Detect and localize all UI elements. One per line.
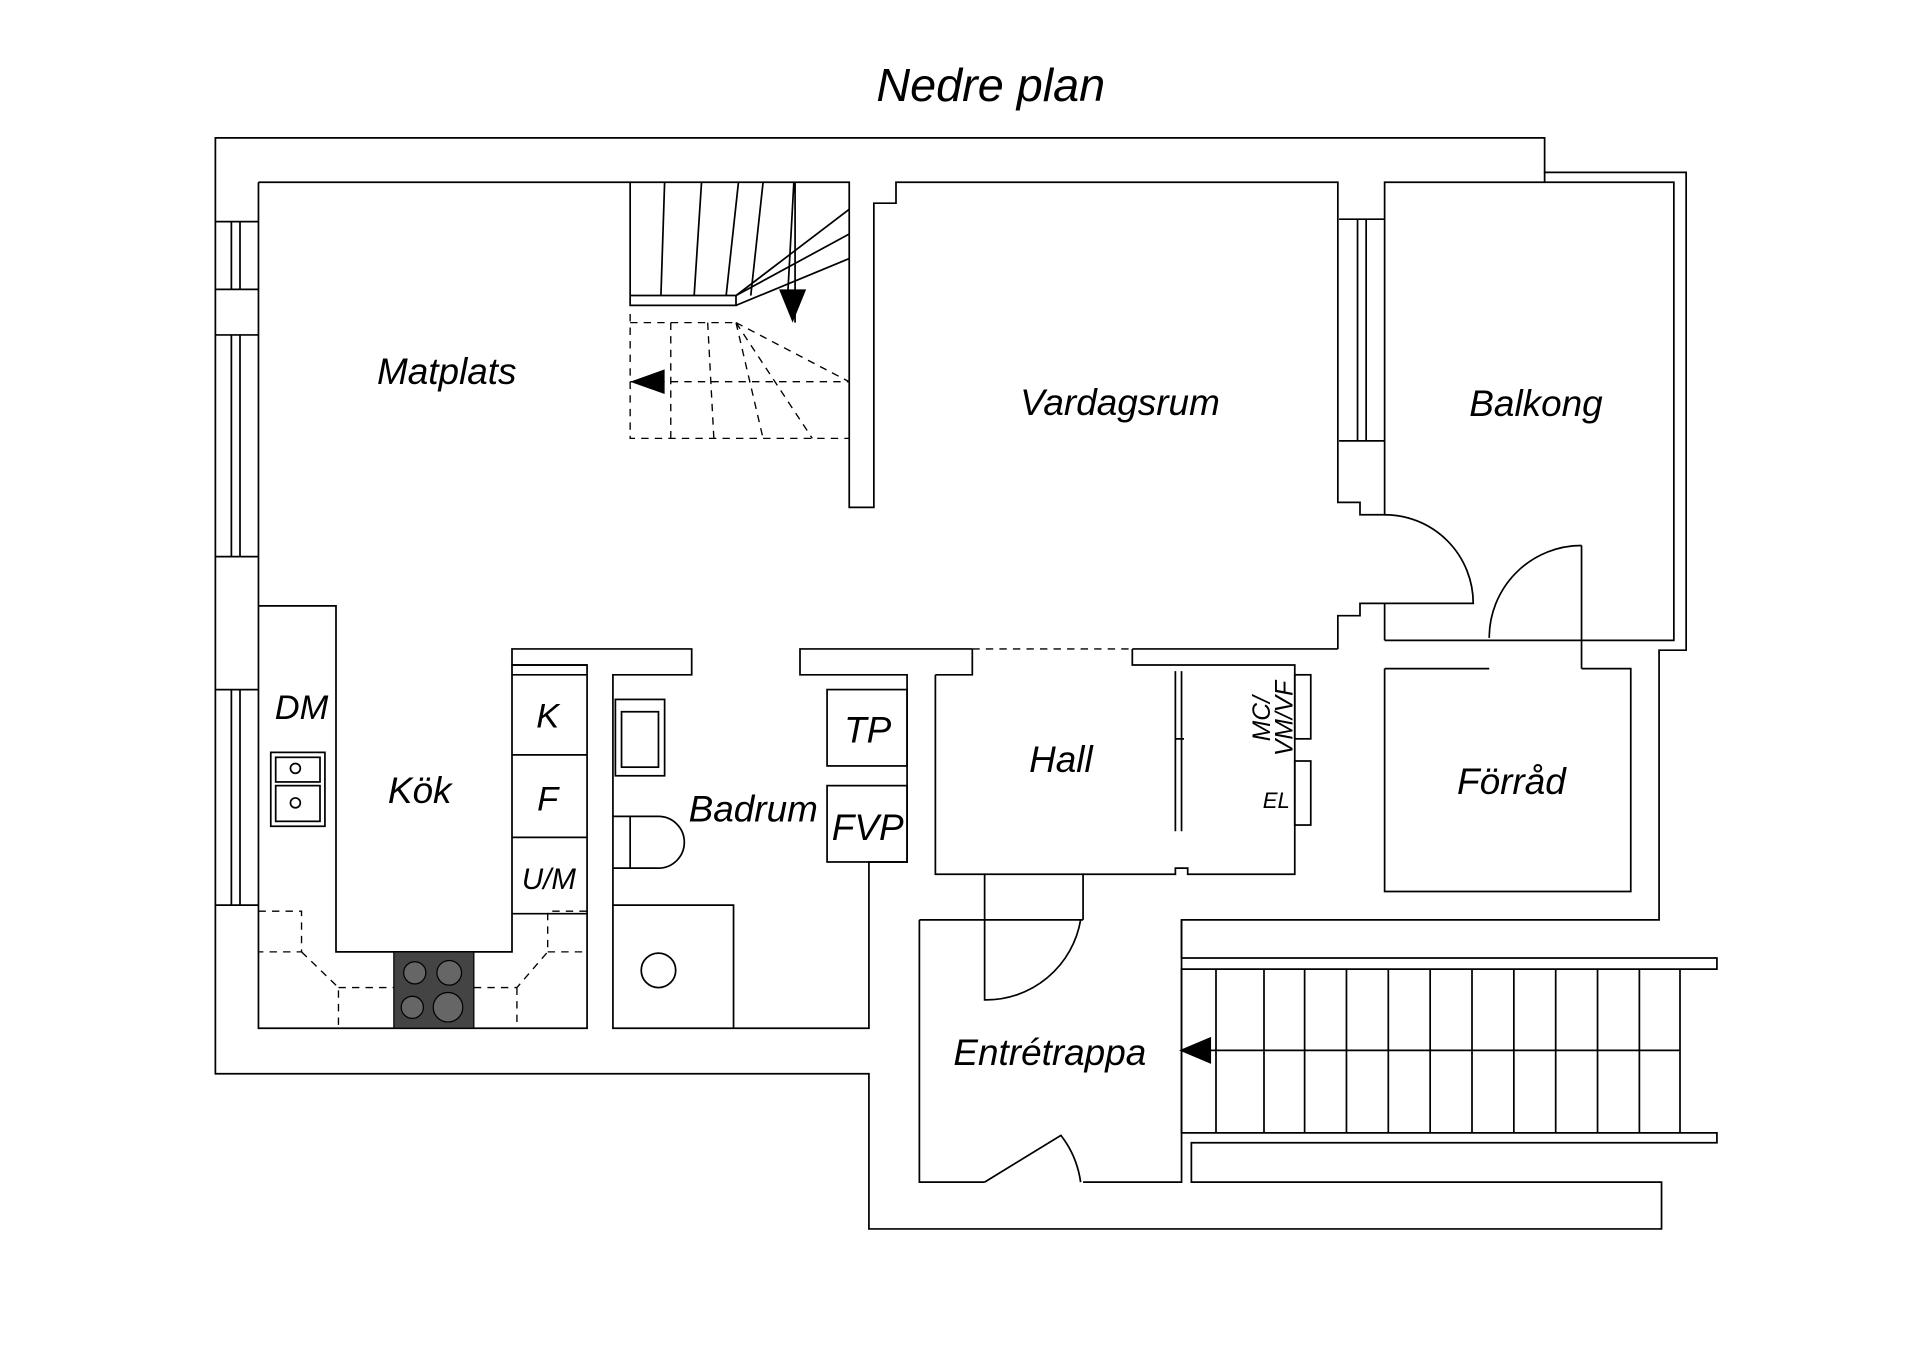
stair-arrow-icon xyxy=(1179,1036,1212,1064)
room-label-vardagsrum: Vardagsrum xyxy=(1020,382,1220,423)
plan-title: Nedre plan xyxy=(876,59,1105,111)
interior-walls xyxy=(257,181,1675,1184)
tp-cabinet xyxy=(826,688,908,767)
sink-icon xyxy=(269,751,326,828)
label-f: F xyxy=(537,780,560,818)
stair-arrow-icon xyxy=(630,369,665,395)
label-mc: MC/ xyxy=(1249,694,1276,741)
stairs-internal xyxy=(629,182,850,440)
shower-icon xyxy=(612,904,735,1029)
label-k: K xyxy=(536,698,561,736)
stairs-entrance xyxy=(1179,969,1681,1133)
room-label-entretrappa: Entrétrappa xyxy=(953,1032,1146,1073)
label-um: U/M xyxy=(522,863,577,896)
room-label-matplats: Matplats xyxy=(377,351,517,392)
label-vm-vf: VM/VF xyxy=(1271,679,1298,756)
labels: Matplats Vardagsrum Balkong Kök Badrum H… xyxy=(275,351,1603,1073)
label-fvp: FVP xyxy=(832,807,904,848)
el-cabinet xyxy=(1293,760,1312,826)
label-dm: DM xyxy=(275,689,329,727)
washbasin-icon xyxy=(614,698,666,777)
room-label-kok: Kök xyxy=(388,770,454,811)
toilet-icon xyxy=(612,815,686,869)
room-label-forrad: Förråd xyxy=(1457,761,1567,802)
mc-cabinet xyxy=(1293,673,1312,740)
label-tp: TP xyxy=(844,710,892,751)
fvp-cabinet xyxy=(826,784,908,863)
label-el: EL xyxy=(1263,788,1290,813)
bathroom-fixtures xyxy=(612,673,1312,1029)
room-label-hall: Hall xyxy=(1029,739,1094,780)
doors xyxy=(983,513,1583,1183)
windows xyxy=(215,218,1385,906)
room-label-badrum: Badrum xyxy=(689,788,818,829)
room-label-balkong: Balkong xyxy=(1469,383,1603,424)
kitchen-fixtures xyxy=(258,664,588,1029)
stair-down-arrow-icon xyxy=(779,289,807,323)
